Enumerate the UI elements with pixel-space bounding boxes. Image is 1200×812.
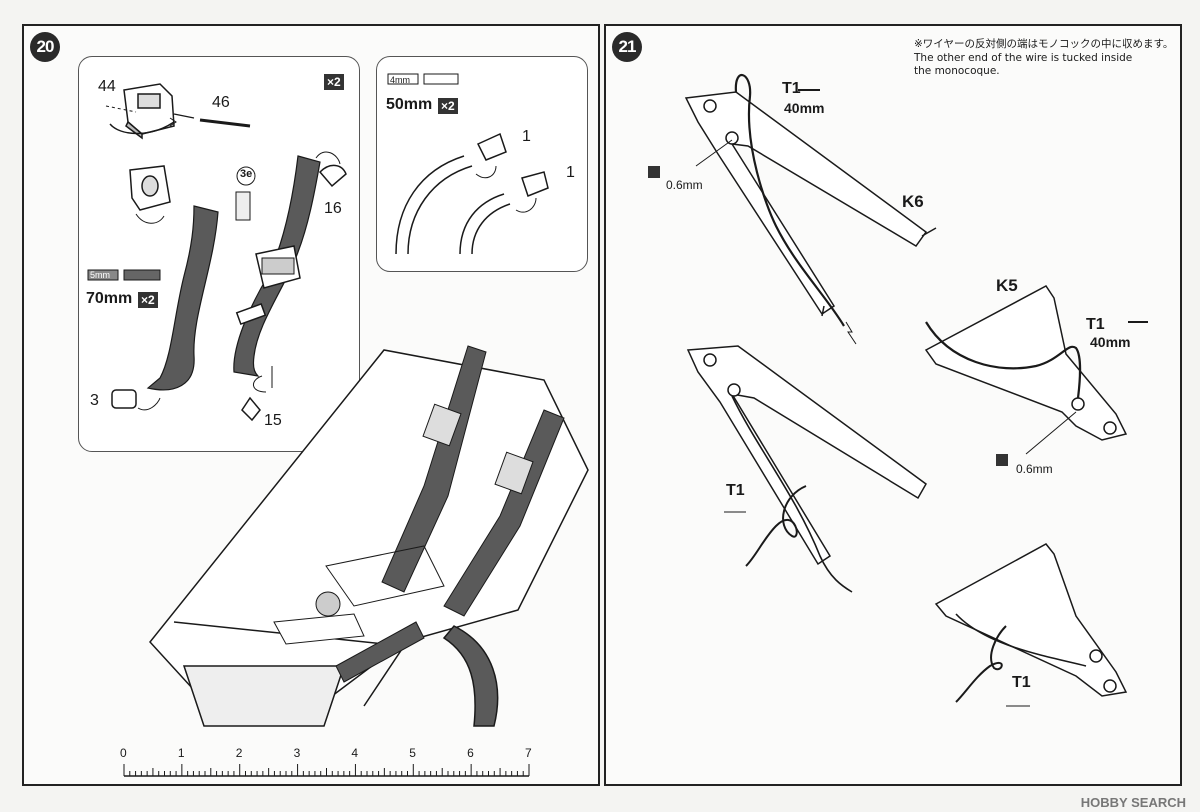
wire-k5 [925, 321, 1082, 399]
wire-k6 [734, 73, 845, 327]
label-3e: 3e [240, 168, 253, 180]
step-number-21: 21 [612, 32, 642, 62]
step-21-panel: 21 ※ワイヤーの反対側の端はモノコックの中に収めます。 The other e… [604, 24, 1182, 786]
watermark: HOBBY SEARCH [1080, 795, 1186, 810]
seat-drawing [149, 349, 589, 727]
label-1-lower: 1 [566, 164, 575, 181]
ruler-tick-label: 5 [409, 746, 416, 760]
wire-mid-drill: 0.6mm [1016, 462, 1053, 476]
wire-mid-length: 40mm [1090, 334, 1131, 350]
note-japanese: ※ワイヤーの反対側の端はモノコックの中に収めます。 [914, 38, 1174, 50]
step-20-panel: 20 ×2 [22, 24, 600, 786]
arm-lower-left-drawing [686, 345, 927, 566]
harness-left-strap [381, 345, 487, 593]
buckle-strip-box [376, 56, 588, 272]
strip-5mm-tag: 5mm [90, 270, 110, 280]
label-k5: K5 [996, 276, 1018, 295]
step-21-drawing [648, 73, 1148, 707]
label-46: 46 [212, 94, 230, 111]
label-15: 15 [264, 412, 282, 429]
label-t1-lower-left: T1 [726, 482, 745, 499]
arm-k6-drawing [684, 91, 937, 317]
ruler-tick-label: 6 [467, 746, 474, 760]
ruler-tick-label: 4 [351, 746, 359, 760]
step-20-drawing [87, 73, 589, 777]
step-number-20: 20 [30, 32, 60, 62]
label-t1-lower-right: T1 [1012, 674, 1031, 691]
label-16: 16 [324, 200, 342, 217]
ruler-tick-label: 7 [525, 746, 532, 760]
wire-mid-code: T1 [1086, 316, 1105, 333]
strip-50mm-qty: ×2 [438, 98, 458, 114]
strip-70mm-qty: ×2 [138, 292, 158, 308]
strap-left-drawing [146, 205, 219, 391]
arm-lower-right-drawing [934, 543, 1128, 697]
qty-badge: ×2 [324, 74, 344, 90]
label-1-upper: 1 [522, 128, 531, 145]
strip-50mm-length: 50mm [386, 96, 433, 113]
ruler-tick-label: 1 [177, 746, 185, 760]
strip-4mm-tag: 4mm [390, 75, 410, 85]
label-3: 3 [90, 392, 99, 409]
harness-right-strap [443, 409, 565, 617]
arm-k5-drawing [924, 285, 1128, 441]
note-english-line-2: the monocoque. [914, 65, 1000, 77]
note-english-line-1: The other end of the wire is tucked insi… [914, 52, 1133, 64]
label-44: 44 [98, 78, 116, 95]
label-k6: K6 [902, 192, 924, 211]
wire-top-drill: 0.6mm [666, 178, 703, 192]
wire-top-code: T1 [782, 80, 801, 97]
strip-70mm-length: 70mm [86, 290, 133, 307]
ruler-tick-label: 2 [235, 746, 243, 760]
ruler-tick-label: 0 [120, 746, 127, 760]
wire-top-length: 40mm [784, 100, 825, 116]
ruler-tick-label: 3 [293, 746, 301, 760]
